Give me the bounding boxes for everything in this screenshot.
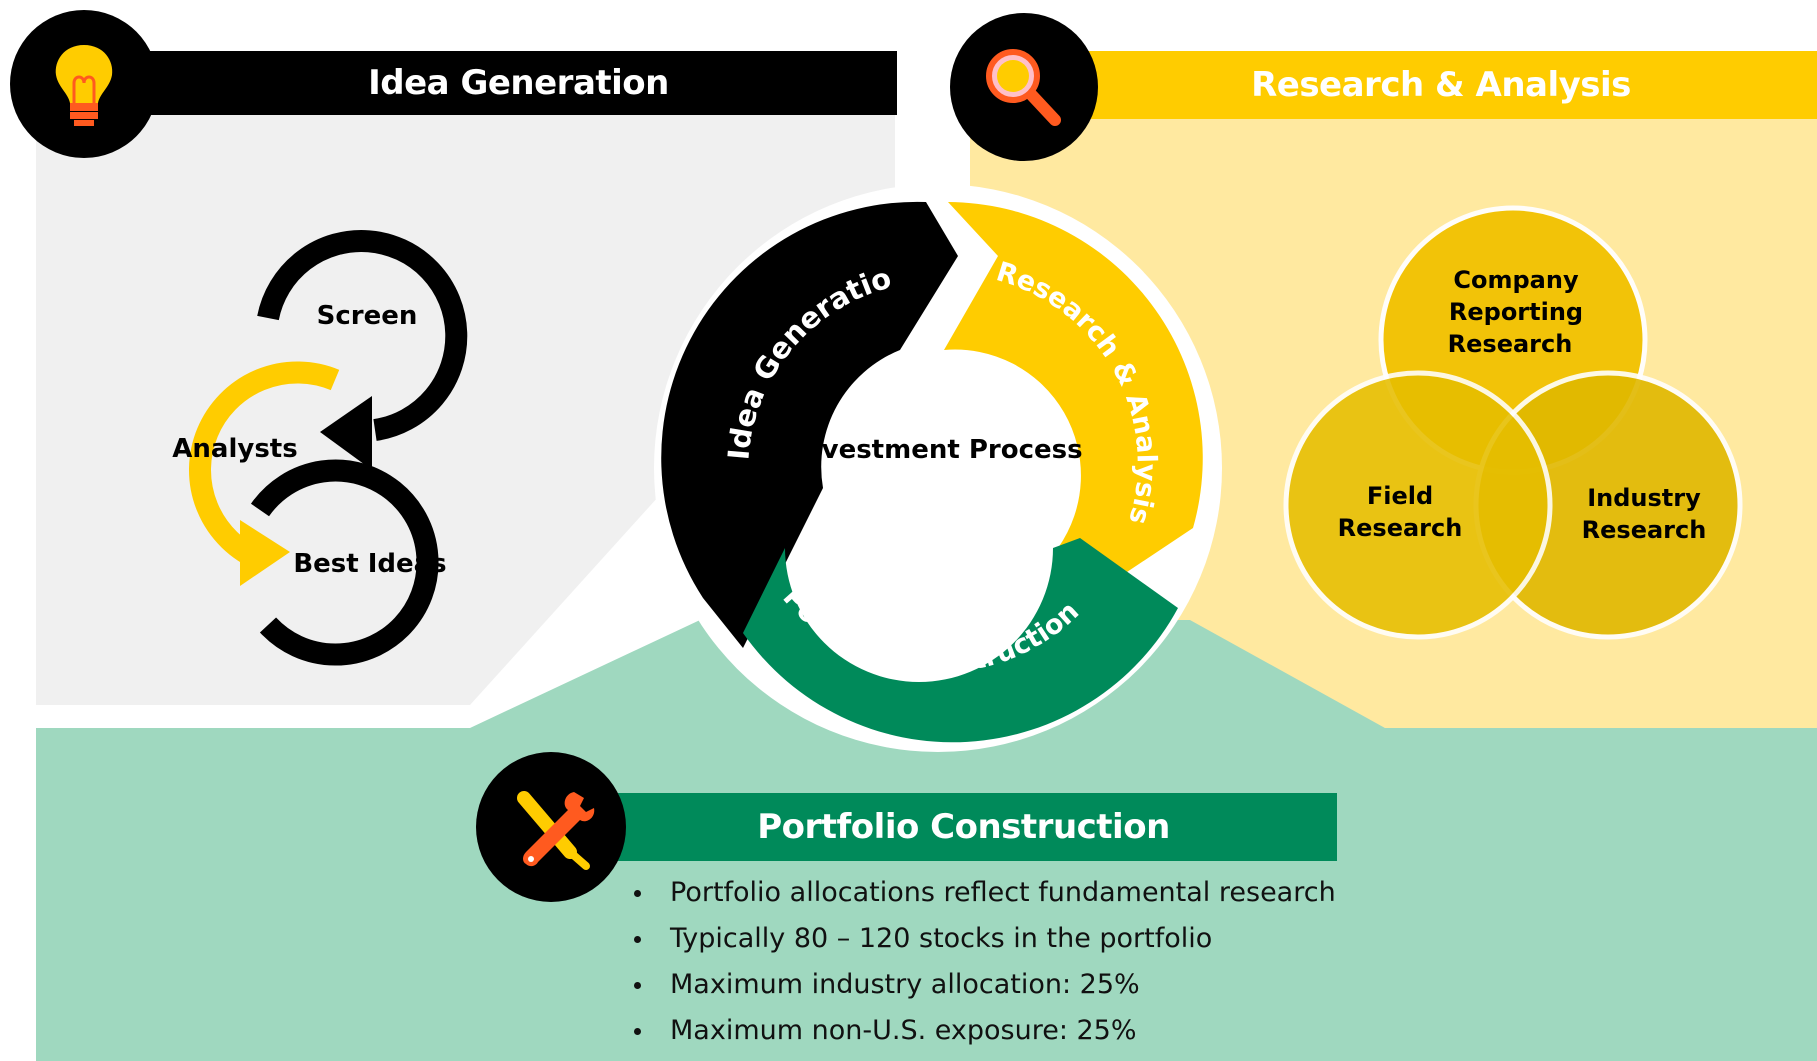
wheel-center-label: Investment Process [793,435,1082,465]
portfolio-construction-ribbon: Portfolio Construction [590,793,1337,861]
lightbulb-icon [55,45,113,126]
wheel-segment-research-analysis [944,202,1203,598]
venn-circle-field [1283,370,1553,640]
idea-generation-icon-badge [10,10,158,158]
analysts-loop-arrow [189,361,340,571]
portfolio-bullet-3: Maximum industry allocation: 25% [634,962,1336,1008]
idea-generation-title: Idea Generation [368,63,669,103]
research-analysis-title: Research & Analysis [1251,65,1631,105]
idea-cycle-diagram: Screen Analysts Best Ideas [172,230,468,666]
idea-generation-ribbon: Idea Generation [140,51,897,115]
investment-process-wheel: Idea Generation Research & Analysis Port… [648,178,1222,752]
research-venn-diagram: Company Reporting Research Field Researc… [1283,205,1743,640]
venn-label-industry-2: Research [1582,516,1707,544]
cycle-label-screen: Screen [317,301,418,331]
screen-loop-arrow [257,230,468,441]
portfolio-construction-icon-badge [476,752,626,902]
best-ideas-loop-arrow [250,459,439,666]
magnifier-icon [986,49,1061,126]
venn-label-company-reporting-2: Reporting [1449,298,1583,326]
wheel-segment-portfolio-construction [743,538,1178,743]
cycle-label-best-ideas: Best Ideas [293,549,446,579]
wheel-segment-idea-generation [661,201,958,649]
portfolio-bullet-4: Maximum non-U.S. exposure: 25% [634,1008,1336,1054]
research-analysis-icon-badge [950,13,1098,161]
screen-loop-arrowhead [320,396,372,470]
venn-label-industry: Industry [1587,484,1701,512]
portfolio-bullet-1: Portfolio allocations reflect fundamenta… [634,870,1336,916]
analysts-loop-arrowhead [240,520,290,586]
portfolio-bullet-2: Typically 80 – 120 stocks in the portfol… [634,916,1336,962]
venn-label-company-reporting-3: Research [1448,330,1573,358]
research-analysis-ribbon: Research & Analysis [1065,51,1817,119]
portfolio-construction-title: Portfolio Construction [757,807,1170,847]
tools-icon [517,791,595,870]
portfolio-bullet-list: Portfolio allocations reflect fundamenta… [634,870,1336,1054]
venn-label-company-reporting: Company [1453,266,1579,294]
venn-label-field-2: Research [1338,514,1463,542]
venn-label-field: Field [1367,482,1433,510]
cycle-label-analysts: Analysts [172,434,297,464]
